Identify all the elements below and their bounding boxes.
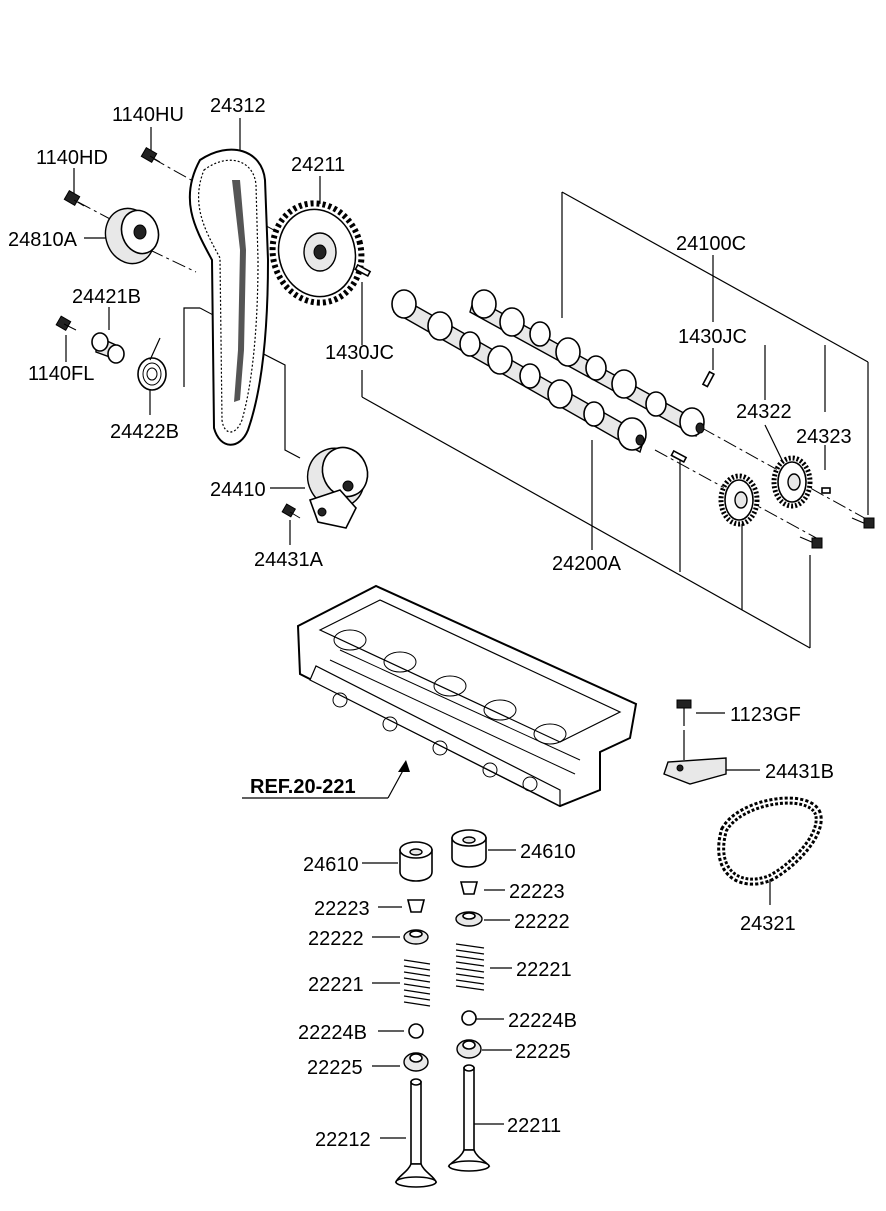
label-24421b: 24421B xyxy=(72,286,141,308)
valve-22211 xyxy=(447,1064,491,1172)
label-22223-left: 22223 xyxy=(314,898,370,920)
label-24312: 24312 xyxy=(210,95,266,117)
label-1140hu: 1140HU xyxy=(112,104,184,126)
spring-22221-left xyxy=(403,956,431,1007)
pin-24323 xyxy=(821,487,831,494)
spring-22221-right xyxy=(455,940,485,996)
sprocket-bolt-upper xyxy=(851,517,875,529)
sleeve-24421b xyxy=(91,332,125,364)
chain-guide-24431b xyxy=(663,757,727,785)
tappet-24610-right xyxy=(451,829,487,868)
dowel-pin-lower xyxy=(670,449,688,464)
valve-train-left xyxy=(394,841,438,1188)
valve-train-right xyxy=(447,829,491,1172)
cam-sprocket-24211 xyxy=(269,200,365,306)
label-24422b: 24422B xyxy=(110,421,179,443)
cylinder-head xyxy=(296,584,638,808)
chain-sprocket-lower xyxy=(718,473,760,527)
retainer-22222-right xyxy=(455,911,483,927)
camshaft-24100c xyxy=(469,289,705,438)
tappet-24610-left xyxy=(399,841,433,882)
spring-24422b xyxy=(137,337,167,391)
retainer-22222-left xyxy=(403,929,429,945)
label-24323: 24323 xyxy=(796,426,852,448)
timing-chain-24321 xyxy=(717,796,823,886)
label-22221-right: 22221 xyxy=(516,959,572,981)
reference-label: REF.20-221 xyxy=(250,776,356,798)
label-24322: 24322 xyxy=(736,401,792,423)
bolt-1140hu xyxy=(140,146,161,164)
label-24321: 24321 xyxy=(740,913,796,935)
sprocket-bolt-lower xyxy=(799,536,823,549)
seal-22225-right xyxy=(456,1039,482,1059)
label-24200a: 24200A xyxy=(552,553,622,575)
label-22222-right: 22222 xyxy=(514,911,570,933)
label-24431a: 24431A xyxy=(254,549,324,571)
label-22223-right: 22223 xyxy=(509,881,565,903)
tensioner-24410 xyxy=(306,446,369,529)
label-24610-left: 24610 xyxy=(303,854,359,876)
bolt-1140fl xyxy=(55,315,77,332)
seat-22224b-left xyxy=(408,1023,424,1039)
label-22224b-left: 22224B xyxy=(298,1022,367,1044)
label-22212: 22212 xyxy=(315,1129,371,1151)
dowel-pin-1430jc-left xyxy=(354,263,372,278)
bolt-24431a xyxy=(281,503,301,519)
label-1430jc-right: 1430JC xyxy=(678,326,747,348)
retainer-lock-22223-right xyxy=(459,881,479,895)
camshaft-24200a xyxy=(391,289,647,454)
part-labels: 1140HU 24312 1140HD 24211 24810A 24100C … xyxy=(8,95,852,1151)
label-22225-left: 22225 xyxy=(307,1057,363,1079)
label-1140hd: 1140HD xyxy=(36,147,108,169)
label-24410: 24410 xyxy=(210,479,266,501)
retainer-lock-22223-left xyxy=(406,899,426,913)
label-22224b-right: 22224B xyxy=(508,1010,577,1032)
label-22211: 22211 xyxy=(507,1115,561,1137)
label-1140fl: 1140FL xyxy=(28,363,94,385)
label-22222-left: 22222 xyxy=(308,928,364,950)
reference-arrow xyxy=(398,760,410,772)
label-1123gf: 1123GF xyxy=(730,704,801,726)
timing-belt-24312 xyxy=(188,148,270,446)
label-24211: 24211 xyxy=(291,154,345,176)
label-22225-right: 22225 xyxy=(515,1041,571,1063)
dowel-pin-1430jc-right xyxy=(701,370,716,388)
bolt-1140hd xyxy=(63,189,85,207)
seat-22224b-right xyxy=(461,1010,477,1026)
valve-22212 xyxy=(394,1078,438,1188)
label-24431b: 24431B xyxy=(765,761,834,783)
chain-sprocket-24322 xyxy=(771,455,813,509)
label-24810a: 24810A xyxy=(8,229,78,251)
idler-pulley-24810a xyxy=(104,207,160,265)
label-1430jc-left: 1430JC xyxy=(325,342,394,364)
label-22221-left: 22221 xyxy=(308,974,364,996)
bolt-1123gf xyxy=(676,699,692,726)
label-24100c: 24100C xyxy=(676,233,746,255)
seal-22225-left xyxy=(403,1052,429,1072)
label-24610-right: 24610 xyxy=(520,841,576,863)
